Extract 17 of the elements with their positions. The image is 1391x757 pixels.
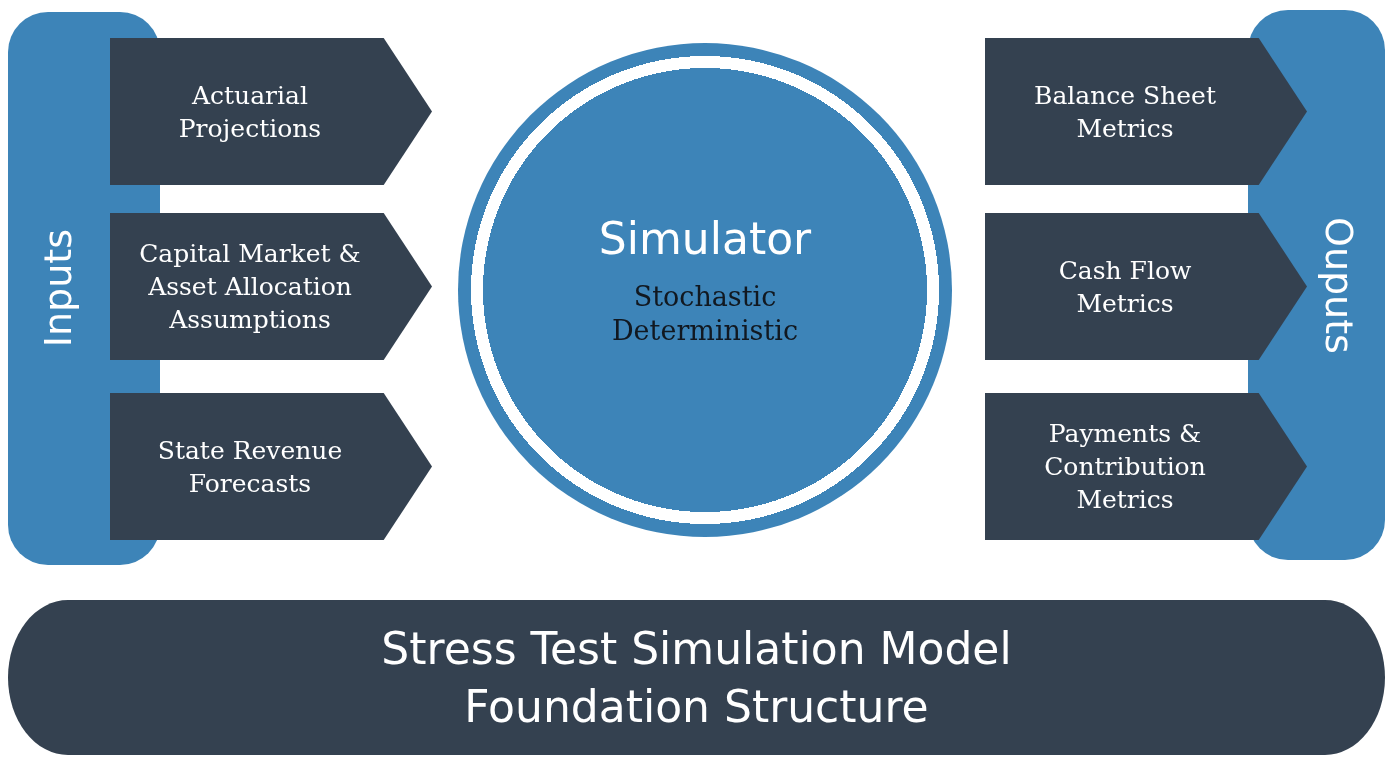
chevron-label: State Revenue Forecasts [156, 434, 344, 500]
chevron-box [985, 38, 1307, 185]
chevron-label: Balance Sheet Metrics [1033, 79, 1217, 145]
chevron-box [985, 393, 1307, 540]
chevron-box [110, 213, 432, 360]
chevron-box [110, 38, 432, 185]
foundation-label: Stress Test Simulation Model Foundation Structure [380, 621, 1013, 734]
simulator-modes: Stochastic Deterministic [610, 280, 800, 348]
chevron-label: Cash Flow Metrics [1057, 254, 1193, 320]
band-label: Ouputs [1317, 216, 1361, 354]
chevron-box [110, 393, 432, 540]
chevron-label: Capital Market & Asset Allocation Assumptions [138, 238, 362, 336]
simulator-title: Simulator [598, 213, 812, 264]
chevron-label: Actuarial Projections [177, 79, 323, 145]
band-label: Inputs [36, 229, 80, 348]
chevron-box [985, 213, 1307, 360]
chevron-label: Payments & Contribution Metrics [1043, 418, 1207, 516]
